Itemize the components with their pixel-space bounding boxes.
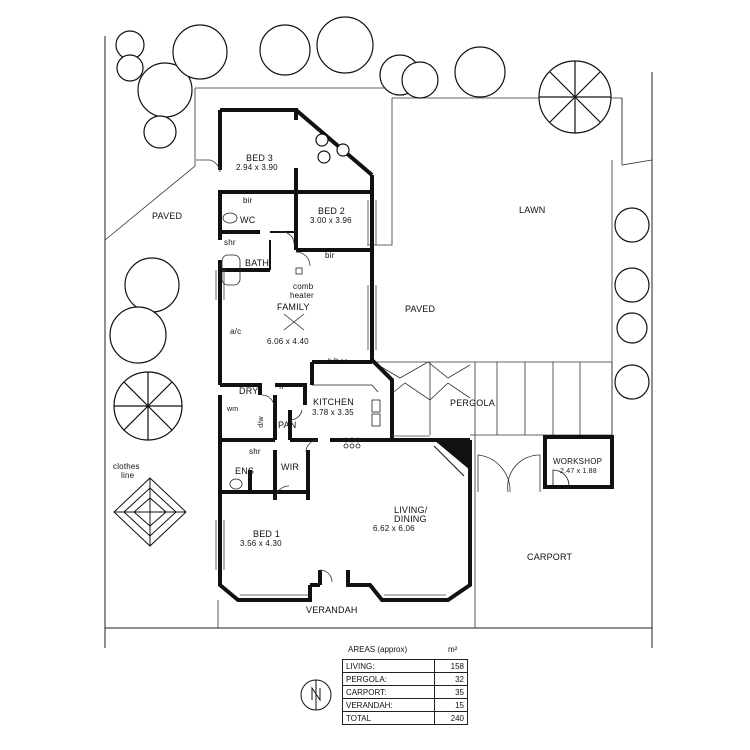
table-row: LIVING: 158 — [342, 659, 468, 673]
dw-label: d/w — [257, 416, 265, 428]
ac-label: a/c — [230, 327, 242, 336]
carport-label: CARPORT — [527, 552, 573, 562]
carport-door-swings — [477, 454, 541, 493]
door-swings — [196, 159, 333, 583]
workshop-walls — [543, 435, 614, 489]
areas-table: AREAS (approx) m² LIVING: 158 PERGOLA: 3… — [342, 645, 468, 735]
bbar-label: b/bar — [328, 357, 348, 366]
fireplace — [434, 440, 470, 470]
table-row: CARPORT: 35 — [342, 685, 468, 699]
shr-bath-label: shr — [224, 238, 236, 247]
comb-heater-label-2: heater — [290, 291, 314, 300]
area-value: 35 — [434, 685, 468, 699]
family-dims: 6.06 x 4.40 — [267, 337, 309, 346]
pan-label: PAN — [278, 420, 297, 430]
workshop-label: WORKSHOP — [553, 457, 603, 466]
clothes-line-label-2: line — [121, 471, 135, 480]
areas-title: AREAS (approx) — [348, 645, 408, 654]
kitchen-dims: 3.78 x 3.35 — [312, 408, 354, 417]
palm-trees — [113, 60, 612, 441]
area-label: VERANDAH: — [342, 698, 435, 712]
areas-rows: LIVING: 158 PERGOLA: 32 CARPORT: 35 VERA… — [342, 659, 468, 725]
table-row: VERANDAH: 15 — [342, 698, 468, 712]
area-value: 158 — [434, 659, 468, 673]
area-label: PERGOLA: — [342, 672, 435, 686]
site-boundary — [104, 36, 653, 648]
table-row: PERGOLA: 32 — [342, 672, 468, 686]
fixtures — [221, 212, 381, 490]
clothes-line-label-1: clothes — [113, 462, 140, 471]
bir-bed2-label: bir — [325, 251, 335, 260]
area-label: LIVING: — [342, 659, 435, 673]
wc-label: WC — [240, 215, 256, 225]
yard-lines — [104, 87, 653, 628]
paved-left-label: PAVED — [152, 211, 183, 221]
dry-label: DRY — [239, 386, 259, 396]
area-total-label: TOTAL — [342, 711, 435, 725]
kitchen-label: KITCHEN — [313, 397, 354, 407]
paved-center-label: PAVED — [405, 304, 436, 314]
trees — [109, 16, 650, 400]
areas-header: AREAS (approx) m² — [342, 645, 468, 657]
wm-label: wm — [227, 406, 239, 413]
area-total-value: 240 — [434, 711, 468, 725]
north-compass — [300, 679, 332, 711]
living-label-2: DINING — [394, 514, 427, 524]
clothes-line — [113, 477, 187, 547]
ens-label: ENS — [235, 466, 255, 476]
verandah-label: VERANDAH — [306, 605, 358, 615]
table-row-total: TOTAL 240 — [342, 711, 468, 725]
house-walls — [218, 108, 472, 602]
living-label-1: LIVING/ — [394, 505, 428, 515]
fireplace-hearth — [433, 445, 465, 477]
areas-unit: m² — [448, 645, 458, 654]
workshop-dims: 2.47 x 1.88 — [560, 468, 597, 475]
fr-label: fr — [279, 382, 285, 391]
pergola-beams — [377, 361, 581, 435]
bir-bed3-label: bir — [243, 196, 253, 205]
bed2-label: BED 2 — [318, 206, 346, 216]
bed1-dims: 3.56 x 4.30 — [240, 539, 282, 548]
family-label: FAMILY — [277, 302, 310, 312]
area-value: 32 — [434, 672, 468, 686]
bed3-label: BED 3 — [246, 153, 274, 163]
bath-label: BATH — [245, 258, 270, 268]
bed1-label: BED 1 — [253, 529, 281, 539]
bed3-dims: 2.94 x 3.90 — [236, 163, 278, 172]
area-label: CARPORT: — [342, 685, 435, 699]
shr-ens-label: shr — [249, 447, 261, 456]
bed2-dims: 3.00 x 3.96 — [310, 216, 352, 225]
windows — [215, 200, 446, 596]
comb-heater-label-1: comb — [293, 282, 314, 291]
area-value: 15 — [434, 698, 468, 712]
pergola-label: PERGOLA — [450, 398, 495, 408]
living-dims: 6.62 x 6.06 — [373, 524, 415, 533]
lawn-label: LAWN — [519, 205, 546, 215]
wir-label: WIR — [281, 462, 300, 472]
